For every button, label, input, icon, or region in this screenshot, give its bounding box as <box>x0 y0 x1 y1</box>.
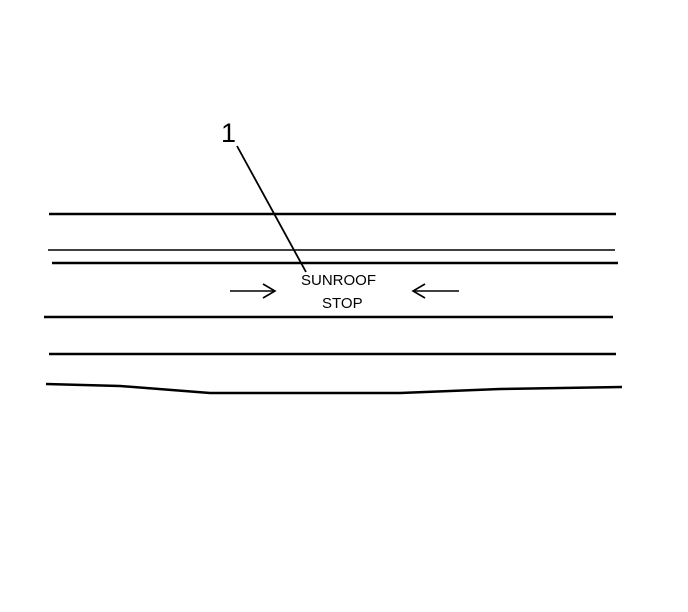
stop-label: STOP <box>322 295 363 312</box>
sunroof-label: SUNROOF <box>301 272 376 289</box>
callout-number-label: 1 <box>221 118 236 148</box>
left-arrow-icon <box>411 283 459 299</box>
right-arrow-icon <box>230 283 277 299</box>
panel-edge-curve <box>45 382 623 395</box>
callout-leader-line <box>236 145 307 273</box>
